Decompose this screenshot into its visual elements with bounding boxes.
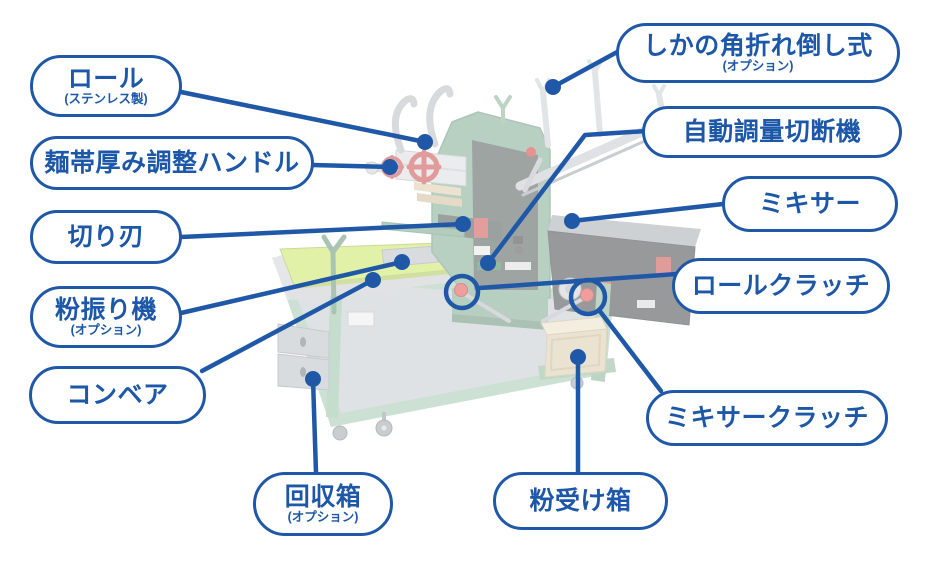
leader-roll [178, 89, 428, 145]
label-text: 自動調量切断機 [682, 117, 862, 146]
label-cutting-blade: 切り刃 [30, 210, 182, 264]
label-thickness-handle: 麺帯厚み調整ハンドル [30, 136, 314, 190]
label-text: 切り刃 [67, 222, 145, 251]
label-collection-box: 回収箱 (オプション) [253, 472, 393, 536]
dot-roll [417, 134, 433, 150]
leader-corner-fold [550, 48, 622, 90]
collection-drawers [277, 323, 330, 391]
dot-thickness-handle [382, 159, 398, 175]
label-flour-receiving-box: 粉受け箱 [493, 472, 668, 530]
hook-arms [391, 85, 512, 154]
leader-mixer-clutch [596, 307, 664, 394]
label-text: ロール [67, 65, 145, 94]
mixer-clutch-circle [568, 277, 608, 317]
label-conveyor: コンベア [29, 366, 206, 424]
label-subtext: (ステンレス製) [64, 92, 148, 107]
label-mixer: ミキサー [722, 176, 898, 232]
label-auto-measure-cutter: 自動調量切断機 [642, 106, 902, 158]
label-text: ミキサー [758, 189, 861, 218]
dot-mixer [564, 213, 580, 229]
label-corner-fold-device: しかの角折れ倒し式 (オプション) [616, 23, 900, 83]
label-roll: ロール (ステンレス製) [30, 55, 182, 117]
label-text: 粉振り機 [54, 296, 157, 325]
label-roll-clutch: ロールクラッチ [672, 258, 890, 314]
flour-receiving-box-part [540, 316, 608, 378]
clutch-levers [454, 283, 594, 323]
label-text: 回収箱 [284, 483, 362, 512]
leader-cutting-blade [178, 221, 466, 240]
label-flour-sprinkler: 粉振り機 (オプション) [30, 286, 182, 348]
machine-photo [272, 59, 701, 441]
leader-conveyor [199, 277, 376, 374]
label-subtext: (オプション) [70, 323, 142, 338]
dot-cutting-blade [455, 216, 471, 232]
emergency-button [526, 147, 536, 157]
dot-flour-box [570, 349, 586, 365]
leader-thickness-handle [309, 162, 393, 170]
label-text: コンベア [66, 380, 169, 409]
callout-dots [305, 79, 586, 387]
dot-collection-box [305, 371, 321, 387]
roll-clutch-circle [443, 273, 481, 311]
label-mixer-clutch: ミキサークラッチ [646, 390, 888, 446]
label-subtext: (オプション) [287, 510, 359, 525]
leader-flour-sprinkler [178, 259, 405, 316]
label-text: ミキサークラッチ [664, 403, 869, 432]
label-subtext: (オプション) [722, 59, 794, 74]
label-text: 粉受け箱 [529, 486, 632, 515]
dot-conveyor [365, 272, 381, 288]
dot-corner-fold [545, 79, 561, 95]
label-text: 麺帯厚み調整ハンドル [44, 148, 300, 177]
dot-flour-sprinkler [394, 254, 410, 270]
leader-mixer [569, 201, 726, 224]
label-text: しかの角折れ倒し式 [643, 32, 873, 61]
leader-collection-box [310, 376, 319, 476]
leader-auto-cutter [485, 128, 649, 266]
dot-auto-cutter [480, 255, 496, 271]
leader-lines [178, 48, 726, 476]
label-text: ロールクラッチ [691, 271, 871, 300]
